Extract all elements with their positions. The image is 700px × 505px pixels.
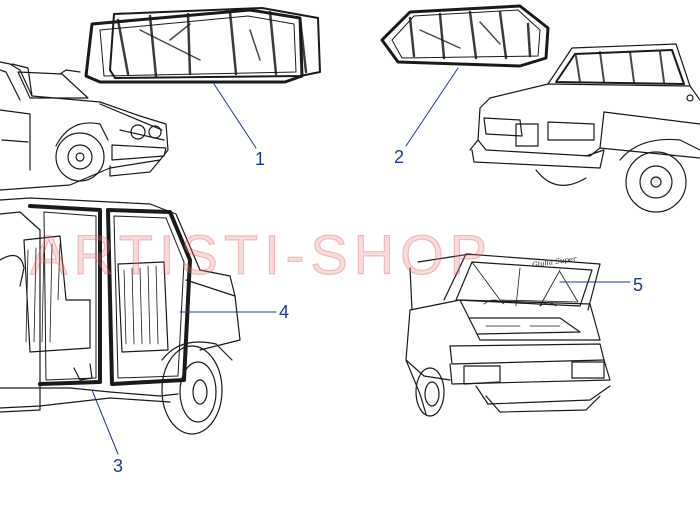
callout-1: 1 bbox=[255, 149, 266, 169]
callout-4: 4 bbox=[279, 302, 290, 322]
callout-2: 2 bbox=[394, 147, 405, 167]
rear-window-seal-2 bbox=[380, 4, 550, 68]
rear-car-drawing bbox=[469, 43, 700, 213]
car-side-drawing bbox=[0, 197, 241, 435]
callout-3: 3 bbox=[113, 456, 124, 476]
shop-watermark: ARTISTI-SHOP bbox=[30, 223, 494, 287]
windshield-seal-1 bbox=[84, 7, 321, 84]
leader-lines bbox=[91, 67, 631, 455]
trunk-car-drawing bbox=[405, 253, 611, 417]
front-car-drawing bbox=[0, 61, 169, 191]
leader-line-3 bbox=[91, 389, 119, 455]
callout-5: 5 bbox=[633, 275, 644, 295]
leader-line-1 bbox=[213, 83, 257, 149]
leader-line-2 bbox=[405, 67, 459, 147]
